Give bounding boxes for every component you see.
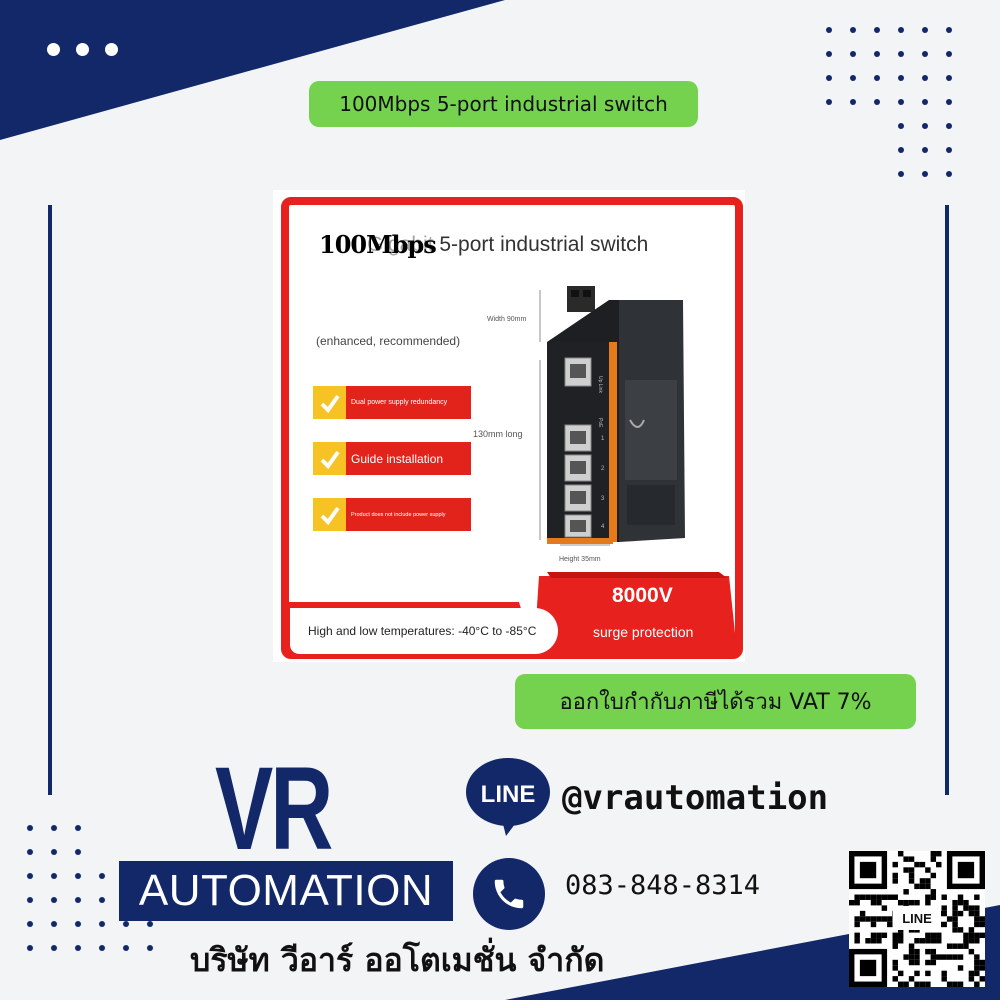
- feature-guide-installation: Guide installation: [313, 442, 471, 475]
- right-divider-line: [945, 205, 949, 795]
- line-qr-code[interactable]: LINE: [849, 851, 985, 987]
- check-icon: [313, 442, 346, 475]
- dimension-height: Height 35mm: [559, 556, 601, 563]
- product-image-title-overlay: 100Mbps: [319, 230, 437, 259]
- left-divider-line: [48, 205, 52, 795]
- product-title: 100Mbps 5-port industrial switch: [339, 92, 668, 116]
- port-label-poe: PoE: [597, 418, 603, 428]
- qr-line-label: LINE: [893, 906, 941, 930]
- port-label-1: 1: [601, 436, 605, 442]
- port-label-4: 4: [601, 524, 605, 530]
- port-label-uplink: Up Link: [597, 376, 603, 393]
- feature-dual-power: Dual power supply redundancy: [313, 386, 471, 419]
- company-name-thai: บริษัท วีอาร์ ออโตเมชั่น จำกัด: [190, 941, 605, 979]
- vat-note: ออกใบกำกับภาษีได้รวม VAT 7%: [559, 690, 872, 715]
- dimension-long: 130mm long: [473, 429, 523, 439]
- feature-no-power-supply: Product does not include power supply: [313, 498, 471, 531]
- product-image-title-under: Gigabit 5-port industrial switch: [367, 233, 649, 256]
- check-icon: [313, 386, 346, 419]
- brand-vr-logo: VR: [215, 743, 333, 875]
- temperature-pill: High and low temperatures: -40°C to -85°…: [290, 608, 558, 654]
- surge-value: 8000V: [612, 584, 673, 607]
- decorative-dot-grid-top-right: [826, 27, 970, 195]
- industrial-switch-illustration: Up Link PoE 1 2 3 4: [539, 286, 685, 546]
- brand-automation-text: AUTOMATION: [138, 866, 434, 915]
- line-chat-icon[interactable]: LINE: [466, 758, 552, 836]
- surge-label: surge protection: [593, 624, 694, 640]
- qr-pattern: [849, 851, 985, 987]
- line-id[interactable]: @vrautomation: [562, 778, 829, 818]
- dimension-width: Width 90mm: [487, 316, 527, 323]
- vat-note-badge: ออกใบกำกับภาษีได้รวม VAT 7%: [515, 674, 916, 729]
- line-badge-text: LINE: [481, 781, 536, 808]
- product-title-badge: 100Mbps 5-port industrial switch: [309, 81, 698, 127]
- phone-number[interactable]: 083-848-8314: [565, 870, 761, 901]
- product-image-subtitle: (enhanced, recommended): [316, 334, 461, 348]
- brand-automation-box: AUTOMATION: [119, 861, 453, 921]
- phone-icon[interactable]: [473, 858, 545, 930]
- product-image-frame: [281, 197, 743, 659]
- decorative-dots-top-left: [47, 41, 134, 60]
- check-icon: [313, 498, 346, 531]
- port-label-2: 2: [601, 466, 605, 472]
- port-label-3: 3: [601, 496, 605, 502]
